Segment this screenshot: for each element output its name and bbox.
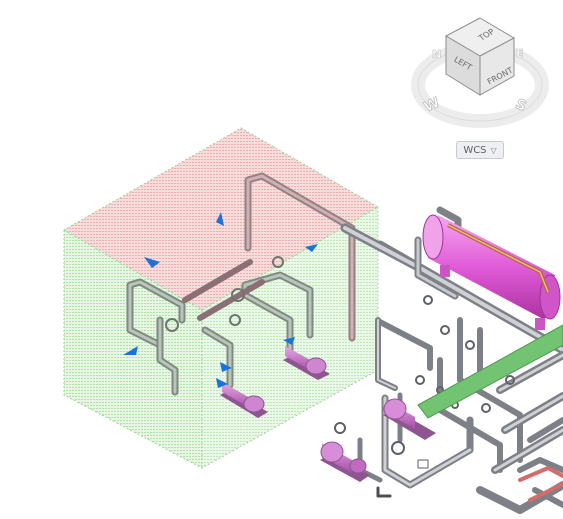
viewcube-front-face[interactable] bbox=[479, 37, 515, 96]
pump-2[interactable] bbox=[320, 441, 370, 482]
compass-north-label[interactable]: N bbox=[432, 48, 442, 62]
grip-arrow[interactable] bbox=[123, 346, 138, 355]
compass-east-label[interactable]: E bbox=[516, 47, 524, 61]
grip-arrow[interactable] bbox=[220, 362, 232, 372]
pump-1[interactable] bbox=[383, 398, 436, 440]
pump-selected-2[interactable] bbox=[283, 346, 330, 380]
pipe-network-selected[interactable] bbox=[126, 172, 356, 396]
compass-west-label[interactable]: W bbox=[421, 94, 443, 116]
selection-box bbox=[63, 127, 379, 469]
grip-arrow[interactable] bbox=[216, 212, 224, 226]
grip-arrow[interactable] bbox=[283, 337, 295, 345]
selection-grips[interactable] bbox=[123, 212, 318, 388]
grip-arrow[interactable] bbox=[305, 244, 318, 252]
wcs-menu-button[interactable]: WCS ▽ bbox=[456, 141, 504, 159]
grip-arrow[interactable] bbox=[144, 257, 160, 268]
grip-arrow[interactable] bbox=[216, 378, 228, 388]
pump-selected-1[interactable] bbox=[220, 382, 268, 418]
viewcube[interactable]: TOP LEFT FRONT bbox=[444, 17, 516, 96]
green-pipe[interactable] bbox=[417, 324, 563, 419]
wcs-label: WCS bbox=[463, 144, 487, 156]
chevron-down-icon: ▽ bbox=[490, 145, 497, 155]
heat-exchanger-vessel[interactable] bbox=[422, 214, 561, 330]
